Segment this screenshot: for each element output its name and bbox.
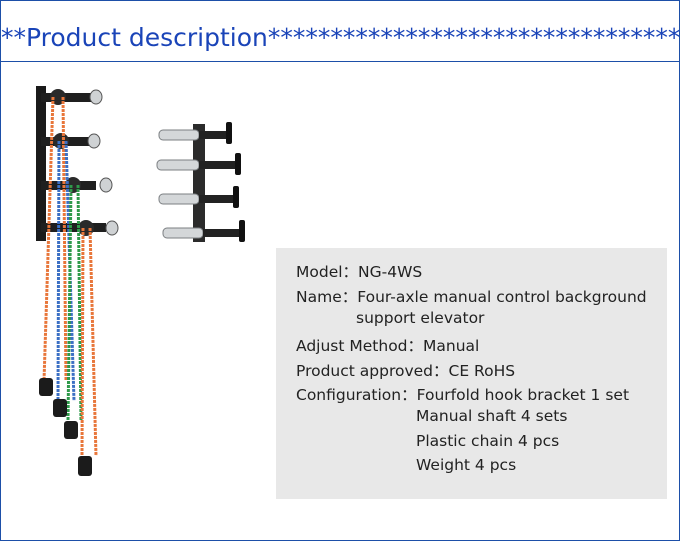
spec-adjust-method: Adjust Method：Manual (296, 337, 480, 355)
spec-model: Model：NG-4WS (296, 263, 423, 281)
assembled-elevator-image (36, 86, 119, 476)
spec-name-continued: support elevator (356, 309, 485, 327)
spec-product-approved: Product approved：CE RoHS (296, 362, 516, 380)
spec-config-chain: Plastic chain 4 pcs (416, 432, 560, 450)
heading-divider (1, 61, 679, 62)
section-heading: **Product description*******************… (1, 23, 680, 52)
specification-box: Model：NG-4WS Name：Four-axle manual contr… (276, 248, 667, 499)
spec-configuration: Configuration：Fourfold hook bracket 1 se… (296, 386, 630, 404)
spec-config-shaft: Manual shaft 4 sets (416, 407, 568, 425)
spec-config-weight: Weight 4 pcs (416, 456, 517, 474)
shaft-bracket-image (156, 122, 245, 242)
spec-name: Name：Four-axle manual control background (296, 288, 647, 306)
